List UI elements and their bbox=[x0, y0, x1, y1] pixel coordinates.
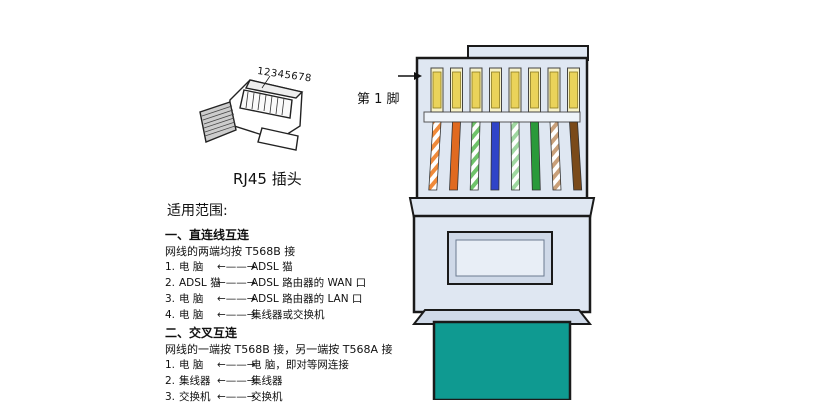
crimp-bar bbox=[423, 111, 581, 123]
cable-boot bbox=[432, 320, 572, 400]
double-arrow-icon: ←——→ bbox=[217, 359, 256, 371]
pin-contact bbox=[530, 71, 539, 109]
wire bbox=[569, 121, 583, 191]
pin-contact bbox=[549, 71, 559, 109]
pin-contact bbox=[432, 71, 442, 109]
item-from: 电 脑 bbox=[179, 309, 204, 321]
wire bbox=[469, 121, 481, 191]
item-number: 1. bbox=[165, 261, 176, 273]
straight-heading: 一、直连线互连 bbox=[165, 228, 250, 242]
item-number: 1. bbox=[165, 359, 176, 371]
item-to: 集线器 bbox=[251, 375, 283, 387]
double-arrow-icon: ←——→ bbox=[217, 261, 256, 273]
double-arrow-icon: ←——→ bbox=[217, 375, 256, 387]
double-arrow-icon: ←——→ bbox=[217, 309, 256, 321]
item-from: 电 脑 bbox=[179, 261, 204, 273]
item-to: 集线器或交换机 bbox=[251, 309, 325, 321]
crossover-heading: 二、交叉互连 bbox=[165, 326, 238, 340]
rj45-plug-sketch bbox=[199, 79, 304, 151]
crossover-section: 二、交叉互连 网线的一端按 T568B 接，另一端按 T568A 接 1.电 脑… bbox=[165, 324, 393, 405]
item-number: 4. bbox=[165, 309, 176, 321]
pin-contact bbox=[569, 71, 578, 109]
plug-label: RJ45 插头 bbox=[233, 170, 302, 188]
item-to: ADSL 猫 bbox=[251, 261, 293, 273]
pin-number-pointer bbox=[261, 75, 271, 89]
straight-description: 网线的两端均按 T568B 接 bbox=[165, 245, 296, 258]
pin1-label: 第 1 脚 bbox=[357, 92, 400, 107]
item-to: ADSL 路由器的 WAN 口 bbox=[251, 277, 367, 289]
list-item: 2.集线器←——→集线器 bbox=[165, 373, 393, 389]
item-number: 3. bbox=[165, 391, 176, 403]
wire bbox=[510, 121, 521, 191]
list-item: 4.电 脑 ←——→集线器或交换机 bbox=[165, 307, 366, 323]
wire bbox=[530, 121, 541, 191]
pin1-arrow bbox=[398, 72, 422, 80]
double-arrow-icon: ←——→ bbox=[217, 293, 256, 305]
item-to: ADSL 路由器的 LAN 口 bbox=[251, 293, 363, 305]
item-number: 3. bbox=[165, 293, 176, 305]
wire bbox=[428, 121, 442, 191]
wire bbox=[490, 121, 500, 191]
list-item: 2.ADSL 猫←——→ADSL 路由器的 WAN 口 bbox=[165, 275, 366, 291]
double-arrow-icon: ←——→ bbox=[217, 391, 256, 403]
crossover-description: 网线的一端按 T568B 接，另一端按 T568A 接 bbox=[165, 343, 393, 356]
pin-contact bbox=[471, 71, 481, 109]
item-to: 交换机 bbox=[251, 391, 283, 403]
item-from: 集线器 bbox=[179, 375, 211, 387]
wire bbox=[549, 121, 562, 191]
list-item: 1.电 脑 ←——→电 脑，即对等网连接 bbox=[165, 357, 393, 373]
list-item: 3.电 脑 ←——→ADSL 路由器的 LAN 口 bbox=[165, 291, 366, 307]
item-from: 电 脑 bbox=[179, 293, 204, 305]
pin-contact bbox=[510, 71, 520, 109]
item-from: 电 脑 bbox=[179, 359, 204, 371]
usage-title: 适用范围: bbox=[167, 203, 228, 219]
item-number: 2. bbox=[165, 277, 176, 289]
double-arrow-icon: ←——→ bbox=[217, 277, 256, 289]
item-from: 交换机 bbox=[179, 391, 211, 403]
pin-contact bbox=[452, 71, 461, 109]
list-item: 1.电 脑 ←——→ADSL 猫 bbox=[165, 259, 366, 275]
pin-contact bbox=[491, 71, 500, 109]
connector-neck bbox=[411, 309, 593, 325]
item-from: ADSL 猫 bbox=[179, 277, 221, 289]
connector-latch-inner bbox=[455, 239, 545, 277]
list-item: 3.交换机←——→交换机 bbox=[165, 389, 393, 405]
item-number: 2. bbox=[165, 375, 176, 387]
wire bbox=[449, 121, 461, 191]
item-to: 电 脑，即对等网连接 bbox=[251, 359, 349, 371]
rj45-connector bbox=[408, 45, 596, 400]
